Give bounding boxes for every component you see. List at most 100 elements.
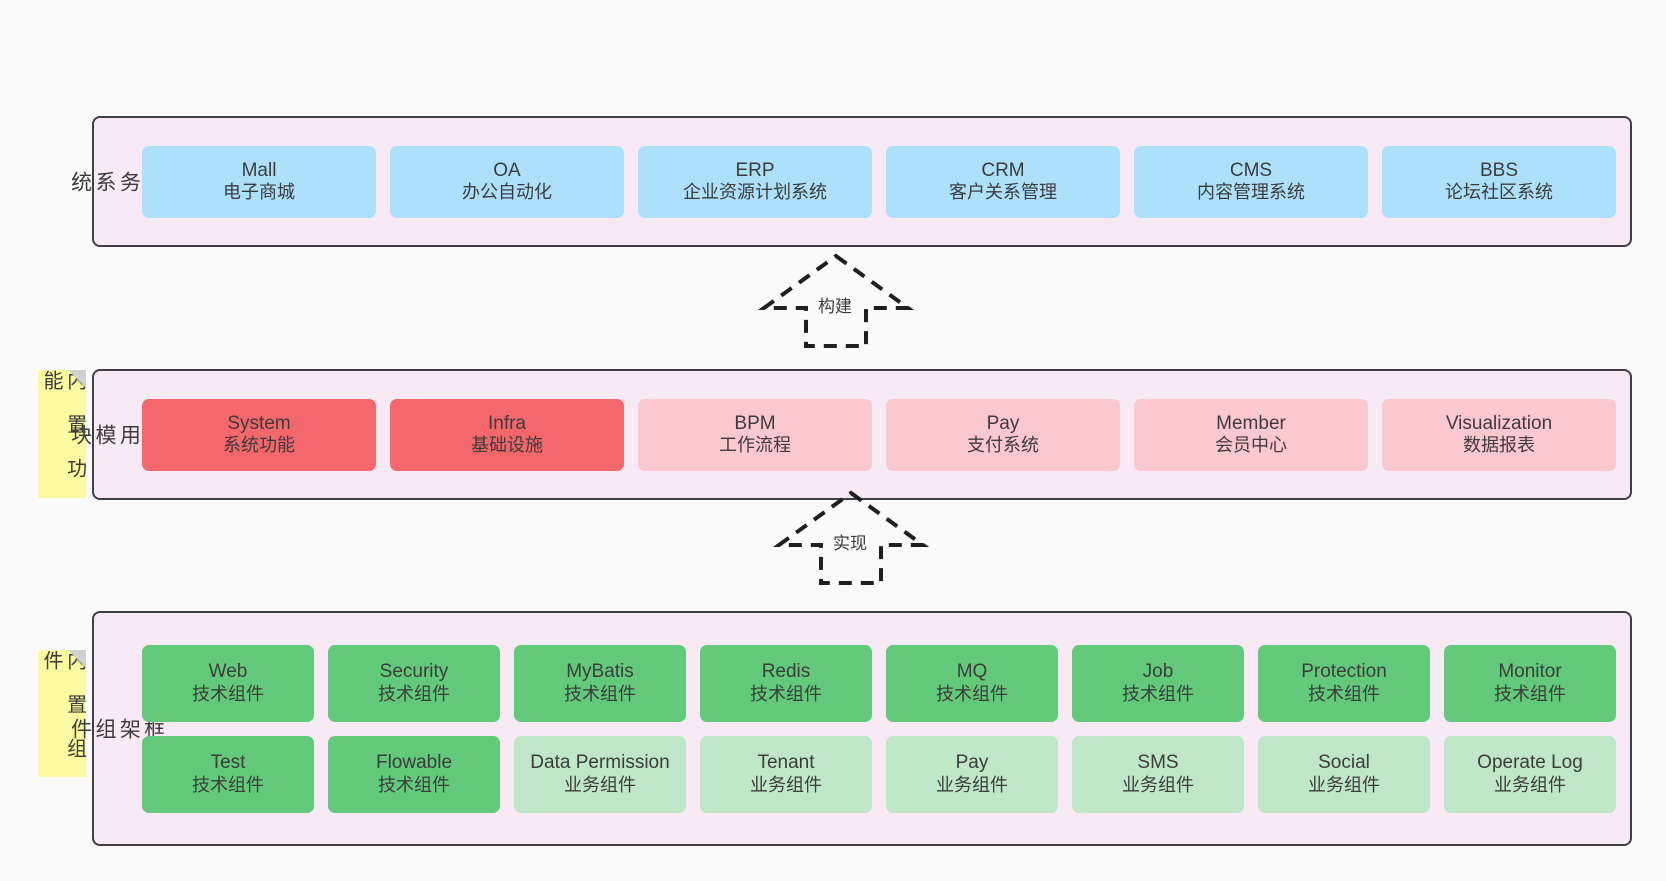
card-crm[interactable]: CRM 客户关系管理 <box>886 145 1120 218</box>
card-title: BBS <box>1479 159 1519 181</box>
card-cms[interactable]: CMS 内容管理系统 <box>1134 145 1368 218</box>
card-title: Social <box>1318 752 1370 774</box>
card-subtitle: 系统功能 <box>223 435 295 456</box>
card-title: Mall <box>241 159 277 181</box>
card-operate-log[interactable]: Operate Log 业务组件 <box>1444 735 1616 813</box>
card-member[interactable]: Member 会员中心 <box>1134 398 1368 471</box>
card-title: Test <box>210 752 246 774</box>
connector-implement: 实现 <box>771 489 931 585</box>
layer-common-modules: 通 用 模 块 System 系统功能 Infra 基础设施 BPM 工作流程 … <box>69 369 1632 500</box>
card-subtitle: 客户关系管理 <box>949 182 1057 203</box>
card-bpm[interactable]: BPM 工作流程 <box>638 398 872 471</box>
card-redis[interactable]: Redis 技术组件 <box>700 644 872 722</box>
card-title: MQ <box>956 661 988 683</box>
card-subtitle: 业务组件 <box>1308 774 1380 795</box>
card-subtitle: 技术组件 <box>378 774 450 795</box>
card-system[interactable]: System 系统功能 <box>142 398 376 471</box>
layer-body-framework: Web 技术组件 Security 技术组件 MyBatis 技术组件 Redi… <box>138 613 1630 844</box>
card-visualization[interactable]: Visualization 数据报表 <box>1382 398 1616 471</box>
card-subtitle: 业务组件 <box>1494 774 1566 795</box>
card-subtitle: 业务组件 <box>936 774 1008 795</box>
layer-body-common: System 系统功能 Infra 基础设施 BPM 工作流程 Pay 支付系统… <box>138 371 1630 498</box>
connector-build: 构建 <box>756 252 916 348</box>
card-title: Flowable <box>375 752 453 774</box>
card-mq[interactable]: MQ 技术组件 <box>886 644 1058 722</box>
card-pay[interactable]: Pay 支付系统 <box>886 398 1120 471</box>
generalization-arrow-icon <box>772 490 930 585</box>
card-title: OA <box>493 159 521 181</box>
card-subtitle: 论坛社区系统 <box>1445 182 1553 203</box>
card-protection[interactable]: Protection 技术组件 <box>1258 644 1430 722</box>
card-title: Redis <box>761 661 811 683</box>
connector-label: 构建 <box>818 297 852 316</box>
note-builtin-features: 内 置 功 能 <box>38 370 86 498</box>
card-subtitle: 基础设施 <box>471 435 543 456</box>
card-subtitle: 电子商城 <box>223 182 295 203</box>
card-monitor[interactable]: Monitor 技术组件 <box>1444 644 1616 722</box>
card-flowable[interactable]: Flowable 技术组件 <box>328 735 500 813</box>
card-subtitle: 技术组件 <box>1494 683 1566 704</box>
layer-body-business: Mall 电子商城 OA 办公自动化 ERP 企业资源计划系统 CRM 客户关系… <box>138 118 1630 245</box>
card-title: Protection <box>1301 661 1387 683</box>
card-web[interactable]: Web 技术组件 <box>142 644 314 722</box>
card-subtitle: 技术组件 <box>378 683 450 704</box>
card-subtitle: 技术组件 <box>192 774 264 795</box>
card-title: Web <box>208 661 248 683</box>
card-data-permission[interactable]: Data Permission 业务组件 <box>514 735 686 813</box>
card-job[interactable]: Job 技术组件 <box>1072 644 1244 722</box>
card-mall[interactable]: Mall 电子商城 <box>142 145 376 218</box>
generalization-arrow-icon <box>757 253 915 348</box>
card-title: Data Permission <box>530 752 670 774</box>
card-subtitle: 技术组件 <box>936 683 1008 704</box>
card-title: Monitor <box>1498 661 1562 683</box>
card-title: BPM <box>734 412 776 434</box>
card-title: Pay <box>955 752 989 774</box>
card-sms[interactable]: SMS 业务组件 <box>1072 735 1244 813</box>
card-row: Test 技术组件 Flowable 技术组件 Data Permission … <box>142 735 1616 813</box>
card-security[interactable]: Security 技术组件 <box>328 644 500 722</box>
card-subtitle: 企业资源计划系统 <box>683 182 827 203</box>
card-subtitle: 支付系统 <box>967 435 1039 456</box>
card-title: Member <box>1216 412 1286 434</box>
card-subtitle: 会员中心 <box>1215 435 1287 456</box>
card-bbs[interactable]: BBS 论坛社区系统 <box>1382 145 1616 218</box>
card-title: CMS <box>1229 159 1273 181</box>
card-subtitle: 内容管理系统 <box>1197 182 1305 203</box>
card-subtitle: 工作流程 <box>719 435 791 456</box>
card-title: Infra <box>487 412 527 434</box>
card-title: SMS <box>1137 752 1179 774</box>
card-title: Job <box>1142 661 1174 683</box>
card-subtitle: 技术组件 <box>1122 683 1194 704</box>
card-row: Mall 电子商城 OA 办公自动化 ERP 企业资源计划系统 CRM 客户关系… <box>142 145 1616 218</box>
card-subtitle: 技术组件 <box>1308 683 1380 704</box>
card-title: Security <box>379 661 449 683</box>
card-title: Tenant <box>757 752 815 774</box>
layer-business-systems: 业 务 系 统 Mall 电子商城 OA 办公自动化 ERP 企业资源计划系统 … <box>68 116 1632 247</box>
card-erp[interactable]: ERP 企业资源计划系统 <box>638 145 872 218</box>
card-subtitle: 技术组件 <box>192 683 264 704</box>
card-mybatis[interactable]: MyBatis 技术组件 <box>514 644 686 722</box>
card-row: Web 技术组件 Security 技术组件 MyBatis 技术组件 Redi… <box>142 644 1616 722</box>
layer-title-business: 业 务 系 统 <box>68 170 165 193</box>
layer-title-common: 通 用 模 块 <box>69 423 165 446</box>
card-pay-component[interactable]: Pay 业务组件 <box>886 735 1058 813</box>
card-subtitle: 技术组件 <box>750 683 822 704</box>
card-title: System <box>227 412 291 434</box>
card-title: MyBatis <box>566 661 634 683</box>
card-title: ERP <box>735 159 775 181</box>
card-title: Operate Log <box>1477 752 1583 774</box>
card-test[interactable]: Test 技术组件 <box>142 735 314 813</box>
card-oa[interactable]: OA 办公自动化 <box>390 145 624 218</box>
card-subtitle: 办公自动化 <box>462 182 552 203</box>
card-subtitle: 业务组件 <box>1122 774 1194 795</box>
card-tenant[interactable]: Tenant 业务组件 <box>700 735 872 813</box>
layer-framework-components: 框 架 组 件 Web 技术组件 Security 技术组件 MyBatis 技… <box>69 611 1632 846</box>
card-row: System 系统功能 Infra 基础设施 BPM 工作流程 Pay 支付系统… <box>142 398 1616 471</box>
layer-title-framework: 框 架 组 件 <box>69 717 165 740</box>
card-infra[interactable]: Infra 基础设施 <box>390 398 624 471</box>
card-title: Pay <box>986 412 1020 434</box>
connector-label: 实现 <box>833 534 867 553</box>
card-title: Visualization <box>1445 412 1553 434</box>
card-social[interactable]: Social 业务组件 <box>1258 735 1430 813</box>
